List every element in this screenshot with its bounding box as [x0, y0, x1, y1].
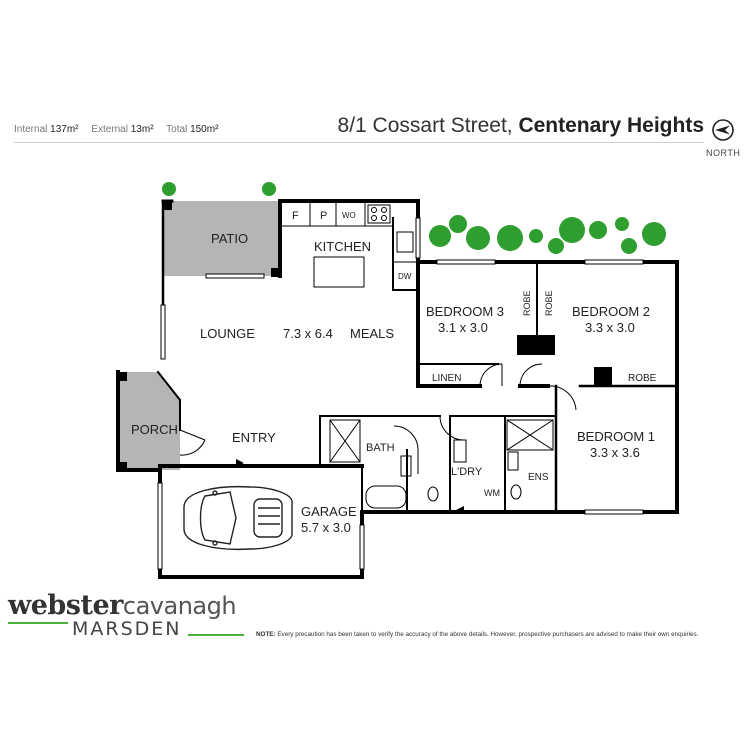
sink-icon [396, 231, 414, 253]
logo-bottom: MARSDEN [72, 618, 182, 640]
kitchen-island [313, 256, 365, 288]
internal-label: Internal [14, 124, 48, 135]
lounge-label: LOUNGE [200, 326, 255, 341]
plant-icon [162, 182, 176, 196]
plant-icon [615, 217, 629, 231]
windows [157, 217, 644, 570]
note-text: Every precaution has been taken to verif… [277, 631, 699, 638]
patio-label: PATIO [211, 231, 248, 246]
wall-oven-label: WO [342, 211, 356, 220]
bathtub-icon [365, 485, 407, 509]
logo-accent-line [8, 622, 68, 624]
robe-label-b: ROBE [544, 290, 554, 316]
porch-area [118, 372, 180, 470]
doors [179, 363, 577, 474]
washing-machine-label: WM [484, 488, 500, 498]
header: Internal 137m² External 13m² Total 150m²… [14, 112, 740, 144]
bedroom2-label: BEDROOM 2 [572, 304, 650, 319]
kitchen-label: KITCHEN [314, 239, 371, 254]
note-label: NOTE: [256, 631, 276, 638]
address-street: 8/1 Cossart Street, [337, 114, 513, 137]
logo-part1: webster [8, 590, 123, 621]
pantry-label: P [320, 210, 327, 222]
bedroom2-dimensions: 3.3 x 3.0 [585, 320, 635, 335]
plant-icon [621, 238, 637, 254]
plant-icon [642, 222, 666, 246]
basin-icon [507, 451, 519, 471]
logo-accent-line-right [188, 634, 244, 636]
robe-label-a: ROBE [522, 290, 532, 316]
address-suburb: Centenary Heights [518, 114, 704, 137]
entry-arrows [236, 459, 464, 514]
plant-icon [497, 225, 523, 251]
patio-area [163, 201, 278, 276]
plant-icon [529, 229, 543, 243]
entry-label: ENTRY [232, 430, 276, 445]
internal-value: 137m² [50, 124, 79, 135]
bedroom3-label: BEDROOM 3 [426, 304, 504, 319]
north-label: NORTH [706, 148, 741, 158]
bedroom3-dimensions: 3.1 x 3.0 [438, 320, 488, 335]
car-icon [183, 485, 293, 551]
linen-label: LINEN [432, 373, 461, 384]
columns [118, 201, 612, 471]
garage-label: GARAGE [301, 504, 357, 519]
cooktop-icon [367, 204, 391, 224]
disclaimer-note: NOTE: Every precaution has been taken to… [256, 631, 746, 638]
plant-icon [589, 221, 607, 239]
bedroom1-dimensions: 3.3 x 3.6 [590, 445, 640, 460]
garage-dimensions: 5.7 x 3.0 [301, 520, 351, 535]
basin-icon [400, 455, 412, 477]
plant-icon [449, 215, 467, 233]
laundry-tub-icon [453, 439, 467, 463]
bedroom1-label: BEDROOM 1 [577, 429, 655, 444]
garden-plants [162, 182, 666, 254]
brand-logo: webstercavanagh MARSDEN [8, 590, 244, 640]
plant-icon [559, 217, 585, 243]
property-address: 8/1 Cossart Street, Centenary Heights [338, 114, 704, 138]
total-value: 150m² [190, 124, 219, 135]
wet-area-fixtures [329, 419, 554, 509]
kitchen-fixtures [280, 203, 418, 288]
toilet-icon [510, 484, 522, 500]
bath-shower-icon [329, 419, 361, 463]
dishwasher-label: DW [398, 272, 412, 281]
fridge-label: F [292, 210, 299, 222]
porch-label: PORCH [131, 422, 178, 437]
north-arrow-icon [712, 119, 734, 141]
bath-label: BATH [366, 442, 395, 454]
plant-icon [429, 225, 451, 247]
ensuite-shower-icon [506, 419, 554, 451]
logo-part2: cavanagh [122, 592, 237, 620]
toilet-icon [427, 486, 439, 502]
total-label: Total [166, 124, 188, 135]
robe-label-c: ROBE [628, 373, 657, 384]
header-divider [14, 142, 704, 143]
external-value: 13m² [130, 124, 154, 135]
living-dimensions: 7.3 x 6.4 [283, 326, 333, 341]
laundry-label: L'DRY [451, 466, 483, 478]
plant-icon [466, 226, 490, 250]
ensuite-label: ENS [528, 472, 549, 483]
area-summary: Internal 137m² External 13m² Total 150m² [14, 124, 228, 135]
external-label: External [91, 124, 128, 135]
plant-icon [262, 182, 276, 196]
plant-icon [548, 238, 564, 254]
meals-label: MEALS [350, 326, 394, 341]
